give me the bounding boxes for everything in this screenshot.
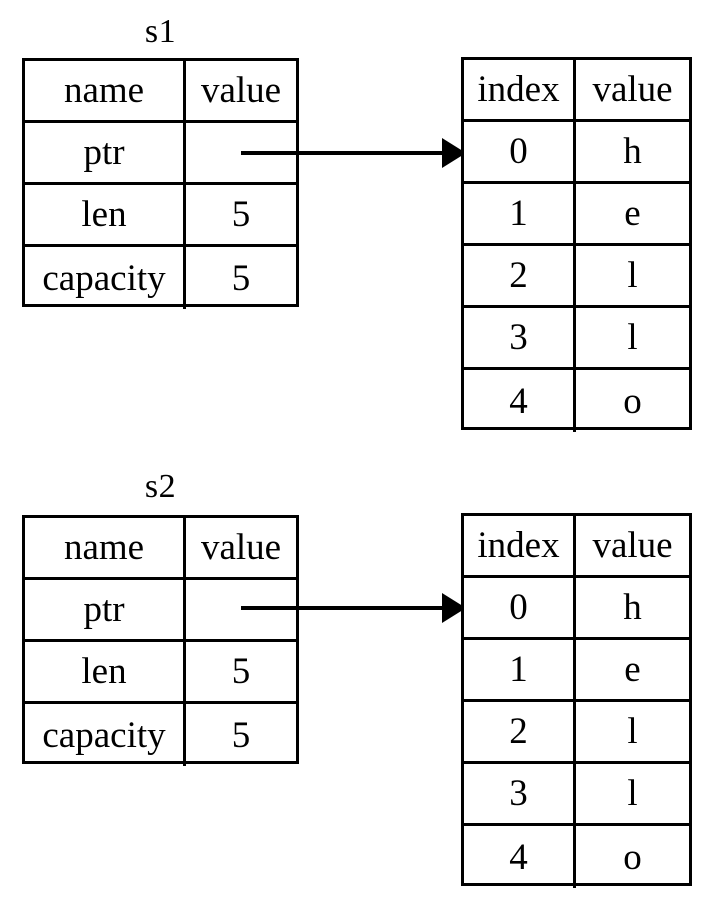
buffer-value-0: h: [623, 131, 642, 172]
buffer-value-1: e: [624, 193, 641, 234]
table-row: 4 o: [464, 370, 689, 432]
table-row: 2 l: [464, 702, 689, 764]
field-name-capacity: capacity: [25, 704, 186, 766]
field-name-ptr: ptr: [25, 123, 186, 182]
column-header-value: value: [200, 527, 282, 568]
buffer-value-4: o: [623, 380, 642, 422]
table-row: len 5: [25, 185, 296, 247]
variable-group-s2: s2 name value ptr len 5 capacity 5: [0, 455, 706, 906]
table-row: capacity 5: [25, 704, 296, 766]
table-header-row: index value: [464, 516, 689, 578]
field-value-len: 5: [231, 651, 251, 692]
table-row: capacity 5: [25, 247, 296, 309]
buffer-value-2: l: [627, 711, 638, 752]
buffer-table-s2: index value 0 h 1 e 2 l 3 l 4 o: [461, 513, 692, 888]
column-header-value: value: [592, 69, 673, 110]
buffer-index-3: 3: [464, 308, 576, 367]
table-row: ptr: [25, 123, 296, 185]
buffer-index-2: 2: [464, 246, 576, 305]
column-header-name: name: [25, 518, 186, 577]
field-name-len: len: [25, 642, 186, 701]
column-header-value: value: [592, 525, 673, 566]
buffer-index-1: 1: [464, 184, 576, 243]
table-row: len 5: [25, 642, 296, 704]
table-row: 1 e: [464, 640, 689, 702]
buffer-index-4: 4: [464, 370, 576, 432]
table-row: 4 o: [464, 826, 689, 888]
buffer-value-2: l: [627, 255, 638, 296]
arrow-right-icon: [241, 138, 466, 168]
buffer-index-2: 2: [464, 702, 576, 761]
buffer-value-4: o: [623, 836, 642, 878]
struct-table-s2: name value ptr len 5 capacity 5: [22, 515, 299, 766]
buffer-value-1: e: [624, 649, 641, 690]
field-value-capacity: 5: [231, 257, 251, 299]
buffer-table-s1: index value 0 h 1 e 2 l 3 l 4 o: [461, 57, 692, 432]
column-header-value: value: [200, 70, 282, 111]
column-header-index: index: [464, 516, 576, 575]
table-row: ptr: [25, 580, 296, 642]
table-header-row: name value: [25, 518, 296, 580]
variable-group-s1: s1 name value ptr len 5 capacity 5: [22, 13, 692, 432]
arrow-right-icon: [241, 593, 466, 623]
buffer-value-3: l: [627, 317, 638, 358]
field-name-capacity: capacity: [25, 247, 186, 309]
buffer-value-0: h: [623, 587, 642, 628]
variable-label-s2: s2: [144, 468, 177, 505]
buffer-index-4: 4: [464, 826, 576, 888]
table-row: 1 e: [464, 184, 689, 246]
variable-label-s1: s1: [144, 13, 177, 50]
table-row: 0 h: [464, 578, 689, 640]
table-row: 3 l: [464, 764, 689, 826]
table-header-row: index value: [464, 60, 689, 122]
table-row: 3 l: [464, 308, 689, 370]
struct-table-s1: name value ptr len 5 capacity 5: [22, 58, 299, 309]
buffer-value-3: l: [627, 773, 638, 814]
table-header-row: name value: [25, 61, 296, 123]
table-row: 2 l: [464, 246, 689, 308]
buffer-index-0: 0: [464, 122, 576, 181]
column-header-index: index: [464, 60, 576, 119]
buffer-index-0: 0: [464, 578, 576, 637]
field-name-len: len: [25, 185, 186, 244]
buffer-index-3: 3: [464, 764, 576, 823]
field-value-capacity: 5: [231, 714, 251, 756]
table-row: 0 h: [464, 122, 689, 184]
field-value-len: 5: [231, 194, 251, 235]
column-header-name: name: [25, 61, 186, 120]
field-name-ptr: ptr: [25, 580, 186, 639]
buffer-index-1: 1: [464, 640, 576, 699]
